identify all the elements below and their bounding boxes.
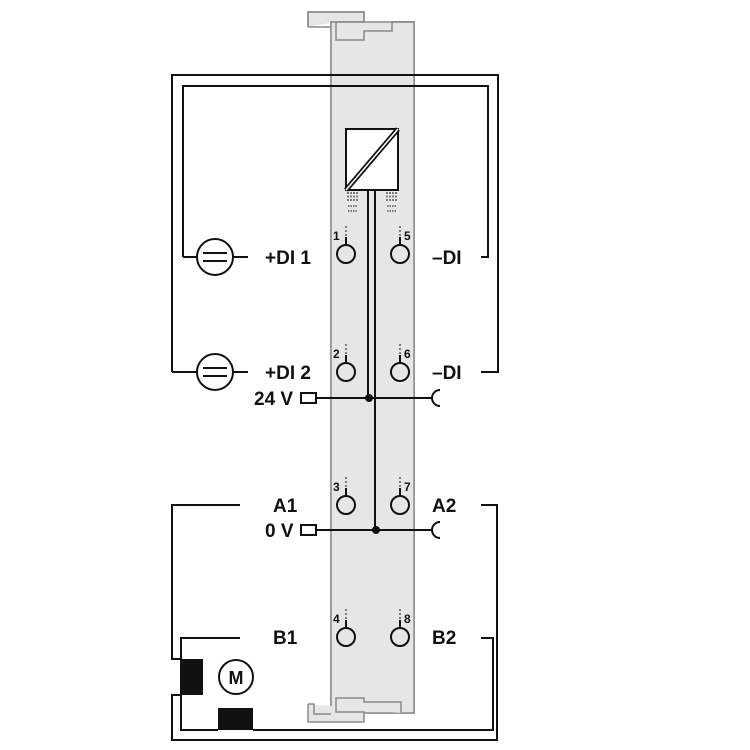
lamp-icon bbox=[196, 238, 234, 276]
supply-24v bbox=[300, 389, 441, 407]
svg-text:2: 2 bbox=[333, 347, 340, 361]
supply-0v bbox=[300, 521, 441, 539]
motor-wiring bbox=[171, 504, 498, 741]
io-module bbox=[307, 11, 415, 723]
lamp-icon bbox=[196, 353, 234, 391]
terminal-7: 7 bbox=[390, 477, 411, 515]
terminal-8: 8 bbox=[390, 609, 411, 647]
svg-text:8: 8 bbox=[404, 612, 411, 626]
label-di1-plus: +DI 1 bbox=[265, 248, 311, 269]
terminal-6: 6 bbox=[390, 344, 411, 382]
di-wiring bbox=[171, 74, 499, 373]
converter-icon bbox=[344, 127, 400, 212]
svg-text:M: M bbox=[229, 668, 244, 688]
label-24v: 24 V bbox=[254, 389, 293, 410]
label-a2: A2 bbox=[432, 496, 456, 517]
label-di1-minus: –DI bbox=[432, 248, 462, 269]
svg-text:6: 6 bbox=[404, 347, 411, 361]
svg-text:1: 1 bbox=[333, 229, 340, 243]
svg-text:3: 3 bbox=[333, 480, 340, 494]
label-0v: 0 V bbox=[265, 521, 294, 542]
label-di2-minus: –DI bbox=[432, 363, 462, 384]
terminal-4: 4 bbox=[333, 609, 356, 647]
svg-text:5: 5 bbox=[404, 229, 411, 243]
brush-icon bbox=[181, 659, 203, 695]
motor-icon: M bbox=[218, 659, 254, 695]
terminal-1: 1 bbox=[333, 226, 356, 264]
label-b1: B1 bbox=[273, 628, 298, 649]
svg-text:4: 4 bbox=[333, 612, 340, 626]
label-a1: A1 bbox=[273, 496, 298, 517]
terminal-3: 3 bbox=[333, 477, 356, 515]
label-b2: B2 bbox=[432, 628, 456, 649]
terminal-2: 2 bbox=[333, 344, 356, 382]
label-di2-plus: +DI 2 bbox=[265, 363, 311, 384]
brush-icon bbox=[218, 708, 253, 730]
svg-text:7: 7 bbox=[404, 480, 411, 494]
module-bottom-latch bbox=[307, 697, 402, 723]
terminal-5: 5 bbox=[390, 226, 411, 264]
